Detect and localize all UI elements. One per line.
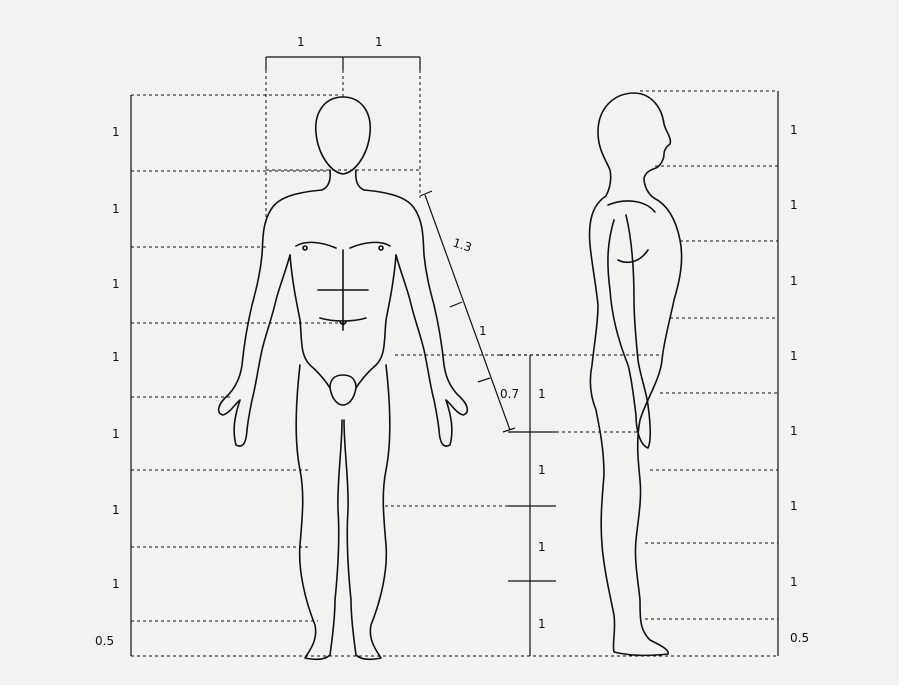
leg-scale-label: 1: [538, 387, 546, 401]
width-label-right: 1: [375, 35, 383, 49]
left-scale-label: 1: [112, 350, 120, 364]
left-scale-label: 1: [112, 125, 120, 139]
left-scale-label: 1: [112, 427, 120, 441]
side-figure: [590, 93, 682, 655]
right-scale-label: 1: [790, 274, 798, 288]
forearm-label: 1: [479, 324, 487, 338]
left-scale-label: 1: [112, 202, 120, 216]
right-scale-label: 1: [790, 575, 798, 589]
right-scale-label: 1: [790, 349, 798, 363]
upper-arm-label: 1.3: [451, 236, 473, 255]
right-scale-label: 0.5: [790, 631, 809, 645]
left-scale-label: 1: [112, 277, 120, 291]
leg-scale-label: 1: [538, 540, 546, 554]
hand-label: 0.7: [500, 387, 519, 401]
right-scale-label: 1: [790, 123, 798, 137]
left-scale-label: 1: [112, 577, 120, 591]
guide-lines: [131, 70, 778, 656]
front-figure: [219, 97, 468, 659]
width-bracket: [266, 57, 420, 70]
right-scale-label: 1: [790, 198, 798, 212]
left-scale-label: 1: [112, 503, 120, 517]
width-label-left: 1: [297, 35, 305, 49]
right-scale-label: 1: [790, 424, 798, 438]
leg-scale-label: 1: [538, 617, 546, 631]
right-scale-label: 1: [790, 499, 798, 513]
leg-scale-label: 1: [538, 463, 546, 477]
left-scale-label: 0.5: [95, 634, 114, 648]
